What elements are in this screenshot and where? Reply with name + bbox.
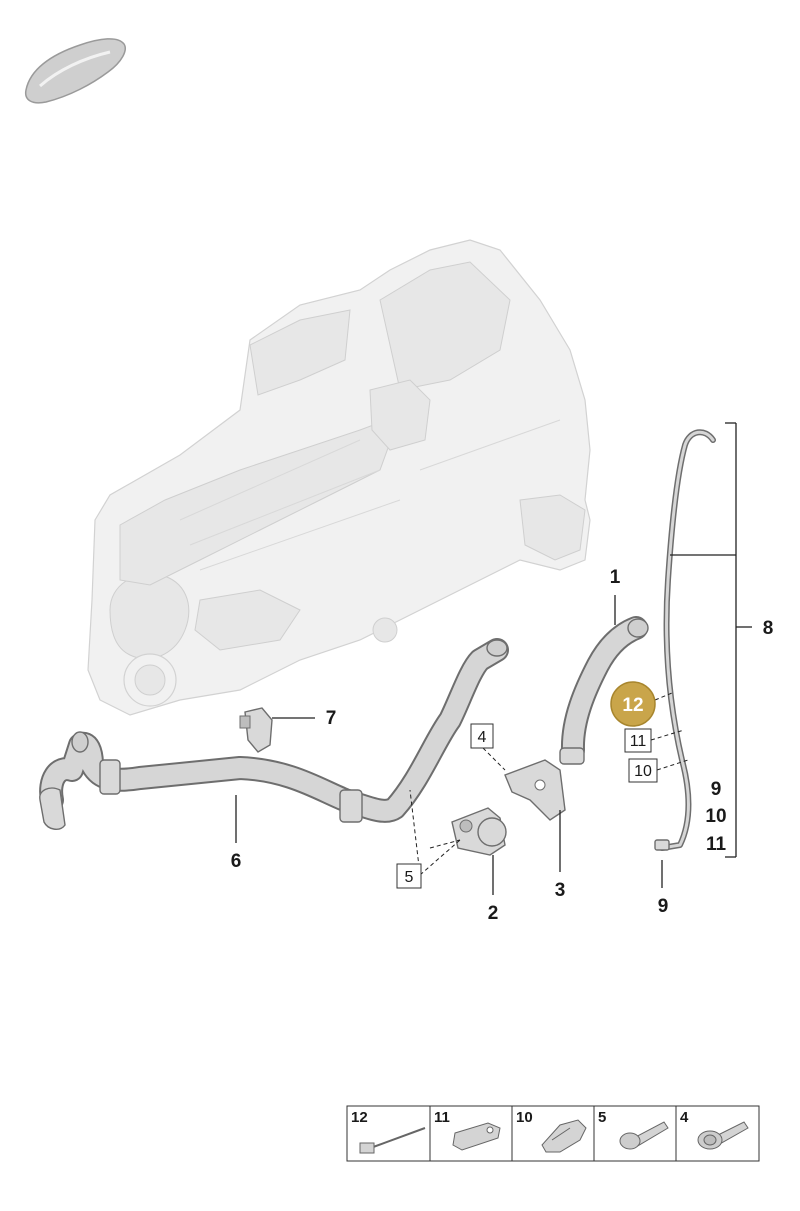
- thermostat-part-2: [451, 807, 507, 856]
- legend-label-5: 5: [598, 1109, 606, 1126]
- callout-11-list: 11: [706, 834, 727, 855]
- callout-9-list: 9: [711, 779, 722, 800]
- boxed-label-5-text: 5: [405, 869, 414, 886]
- leader-lines: [235, 595, 689, 895]
- callout-7: 7: [326, 708, 337, 729]
- callout-8: 8: [763, 618, 774, 639]
- callout-2: 2: [488, 903, 499, 924]
- boxed-label-5: 5: [396, 863, 422, 889]
- legend-label-10: 10: [516, 1109, 533, 1126]
- transmission-housing: [87, 239, 591, 716]
- callout-3: 3: [555, 880, 566, 901]
- callout-1: 1: [610, 567, 621, 588]
- legend-label-11: 11: [434, 1109, 450, 1126]
- legend-cell-11[interactable]: 11: [434, 1109, 501, 1151]
- bracket-clip-icon: [541, 1119, 587, 1153]
- coolant-hose-part-1: [559, 616, 649, 765]
- small-parts-legend: 12 11 10 5: [346, 1105, 760, 1162]
- flange-bolt-icon: [697, 1121, 749, 1150]
- bolt-icon: [619, 1121, 669, 1150]
- legend-cell-4[interactable]: 4: [680, 1109, 749, 1150]
- boxed-label-10: 10: [628, 758, 658, 783]
- legend-cell-12[interactable]: 12: [351, 1109, 426, 1154]
- highlighted-callout-12[interactable]: 12: [610, 681, 656, 727]
- legend-cell-5[interactable]: 5: [598, 1109, 669, 1150]
- boxed-label-4: 4: [470, 723, 494, 749]
- wire-tie-icon: [359, 1127, 426, 1154]
- boxed-label-4-text: 4: [478, 729, 487, 746]
- legend-label-12: 12: [351, 1109, 368, 1126]
- legend-cell-10[interactable]: 10: [516, 1109, 587, 1153]
- car-silhouette-icon: [24, 38, 126, 104]
- callout-9: 9: [658, 896, 669, 917]
- clamp-part-7: [239, 707, 273, 753]
- highlighted-callout-12-text: 12: [622, 695, 643, 716]
- boxed-label-11-text: 11: [630, 733, 647, 750]
- range-bracket-8: [670, 422, 752, 858]
- coolant-pipe-part-6: [39, 638, 509, 830]
- callout-10-list: 10: [705, 806, 726, 827]
- clip-icon: [452, 1122, 501, 1151]
- boxed-label-11: 11: [624, 728, 652, 753]
- callout-6: 6: [231, 851, 242, 872]
- bracket-part-3: [504, 759, 566, 821]
- boxed-label-10-text: 10: [634, 763, 652, 780]
- vent-line-part-8: [654, 429, 716, 851]
- legend-label-4: 4: [680, 1109, 689, 1126]
